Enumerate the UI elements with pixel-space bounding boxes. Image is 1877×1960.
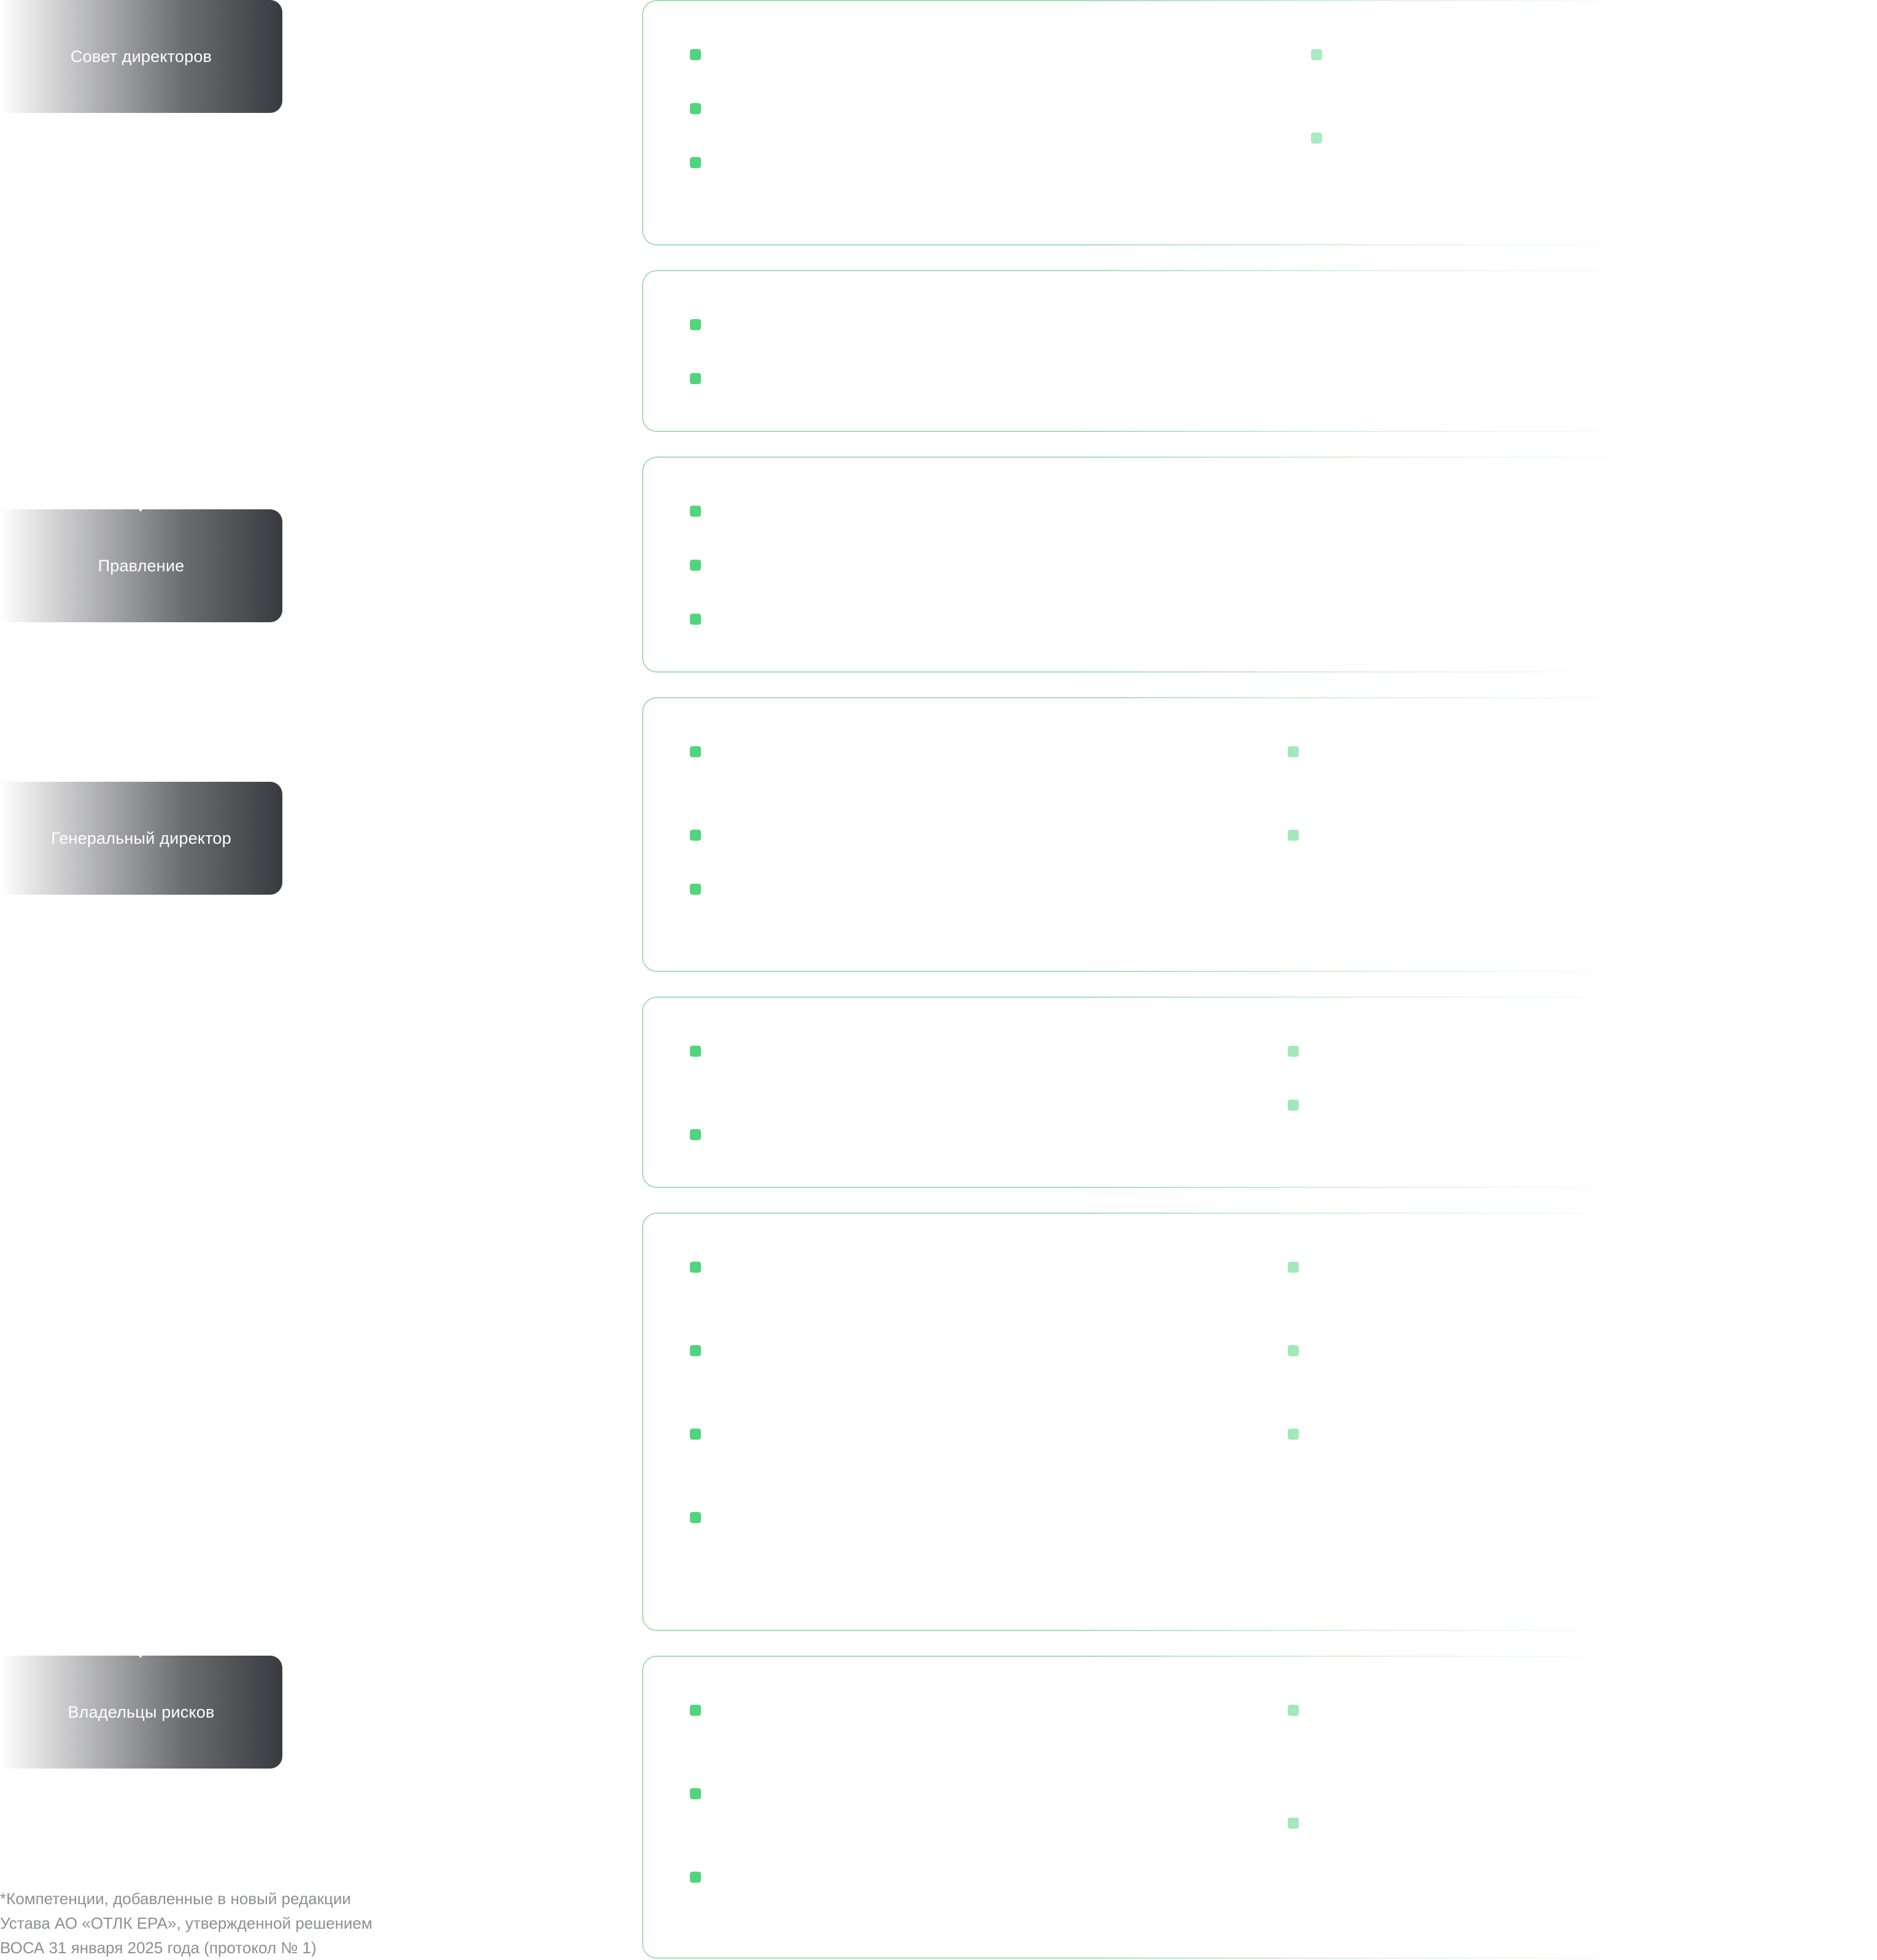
list-bullet — [690, 1262, 701, 1273]
list-bullet — [1288, 1818, 1299, 1829]
footnote: *Компетенции, добавленные в новый редакц… — [0, 1886, 430, 1960]
competency-panel-3 — [642, 457, 1876, 673]
list-bullet — [690, 1345, 701, 1356]
list-bullet — [1311, 49, 1322, 60]
list-bullet — [690, 373, 701, 384]
list-bullet — [1288, 830, 1299, 841]
connector-notch — [136, 1652, 145, 1658]
role-label: Совет директоров — [70, 47, 212, 66]
list-bullet — [690, 1129, 701, 1140]
list-bullet — [690, 1788, 701, 1799]
list-bullet — [1288, 1046, 1299, 1057]
role-label: Генеральный директор — [51, 828, 231, 847]
role-box-general-director: Генеральный директор — [0, 782, 282, 895]
list-bullet — [1288, 1262, 1299, 1273]
list-bullet — [690, 49, 701, 60]
list-bullet — [690, 884, 701, 895]
list-bullet — [690, 1046, 701, 1057]
competency-panel-6 — [642, 1213, 1876, 1631]
footnote-line: *Компетенции, добавленные в новый редакц… — [0, 1889, 351, 1908]
footnote-line: ВОСА 31 января 2025 года (протокол № 1) — [0, 1939, 317, 1957]
competency-panel-2 — [642, 270, 1876, 432]
list-bullet — [1311, 133, 1322, 144]
list-bullet — [690, 1705, 701, 1716]
competency-panel-4 — [642, 697, 1876, 972]
connector-notch — [136, 506, 145, 512]
competency-panel-1 — [642, 0, 1876, 245]
list-bullet — [1288, 1705, 1299, 1716]
role-box-risk-owners: Владельцы рисков — [0, 1652, 282, 1769]
list-bullet — [690, 1872, 701, 1883]
list-bullet — [1288, 1429, 1299, 1440]
competency-panel-7 — [642, 1656, 1876, 1959]
list-bullet — [690, 560, 701, 571]
role-label: Владельцы рисков — [68, 1702, 215, 1721]
list-bullet — [690, 157, 701, 168]
list-bullet — [690, 506, 701, 517]
competency-panel-5 — [642, 997, 1876, 1188]
role-box-board-of-directors: Совет директоров — [0, 0, 282, 113]
list-bullet — [1288, 746, 1299, 757]
list-bullet — [690, 1512, 701, 1523]
role-label: Правление — [98, 556, 185, 575]
list-bullet — [690, 746, 701, 757]
list-bullet — [1288, 1345, 1299, 1356]
footnote-line: Устава АО «ОТЛК ЕРА», утвержденной решен… — [0, 1914, 373, 1932]
list-bullet — [690, 1429, 701, 1440]
list-bullet — [690, 103, 701, 114]
list-bullet — [690, 319, 701, 330]
list-bullet — [690, 614, 701, 625]
list-bullet — [690, 830, 701, 841]
list-bullet — [1288, 1100, 1299, 1111]
role-box-management-board: Правление — [0, 506, 282, 622]
